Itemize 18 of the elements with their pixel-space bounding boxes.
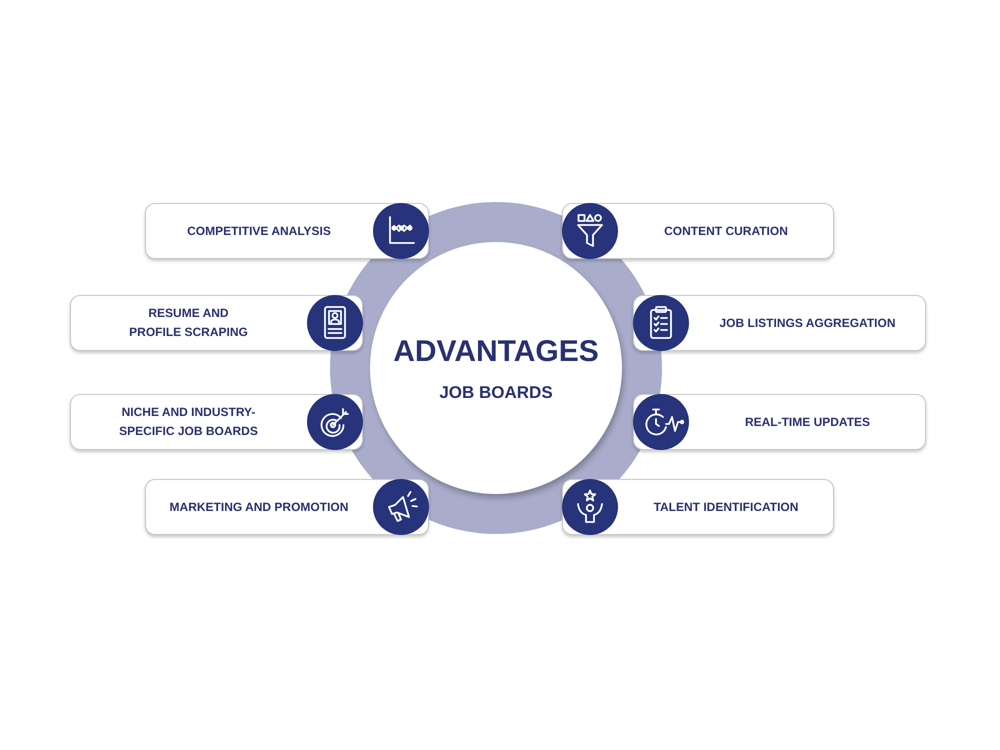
heading-text: ADVANTAGES (393, 334, 599, 370)
advantage-card (562, 479, 834, 535)
advantage-card (633, 394, 926, 450)
card-label: COMPETITIVE ANALYSIS (187, 222, 331, 240)
card-label: RESUME AND PROFILE SCRAPING (128, 305, 249, 341)
advantage-card (562, 203, 834, 259)
card-label: MARKETING AND PROMOTION (170, 498, 348, 516)
card-label: REAL-TIME UPDATES (744, 414, 870, 430)
subheading-text: JOB BOARDS (439, 382, 553, 402)
card-label: NICHE AND INDUSTRY-SPECIFIC JOB BOARDS (118, 404, 259, 440)
card-label: TALENT IDENTIFICATION (654, 498, 798, 516)
advantage-card (70, 394, 363, 450)
advantage-card (145, 203, 429, 259)
advantage-card (70, 295, 363, 351)
card-label: JOB LISTINGS AGGREGATION (719, 314, 896, 332)
advantage-card (633, 295, 926, 351)
card-label: CONTENT CURATION (664, 222, 788, 240)
advantage-card (145, 479, 429, 535)
